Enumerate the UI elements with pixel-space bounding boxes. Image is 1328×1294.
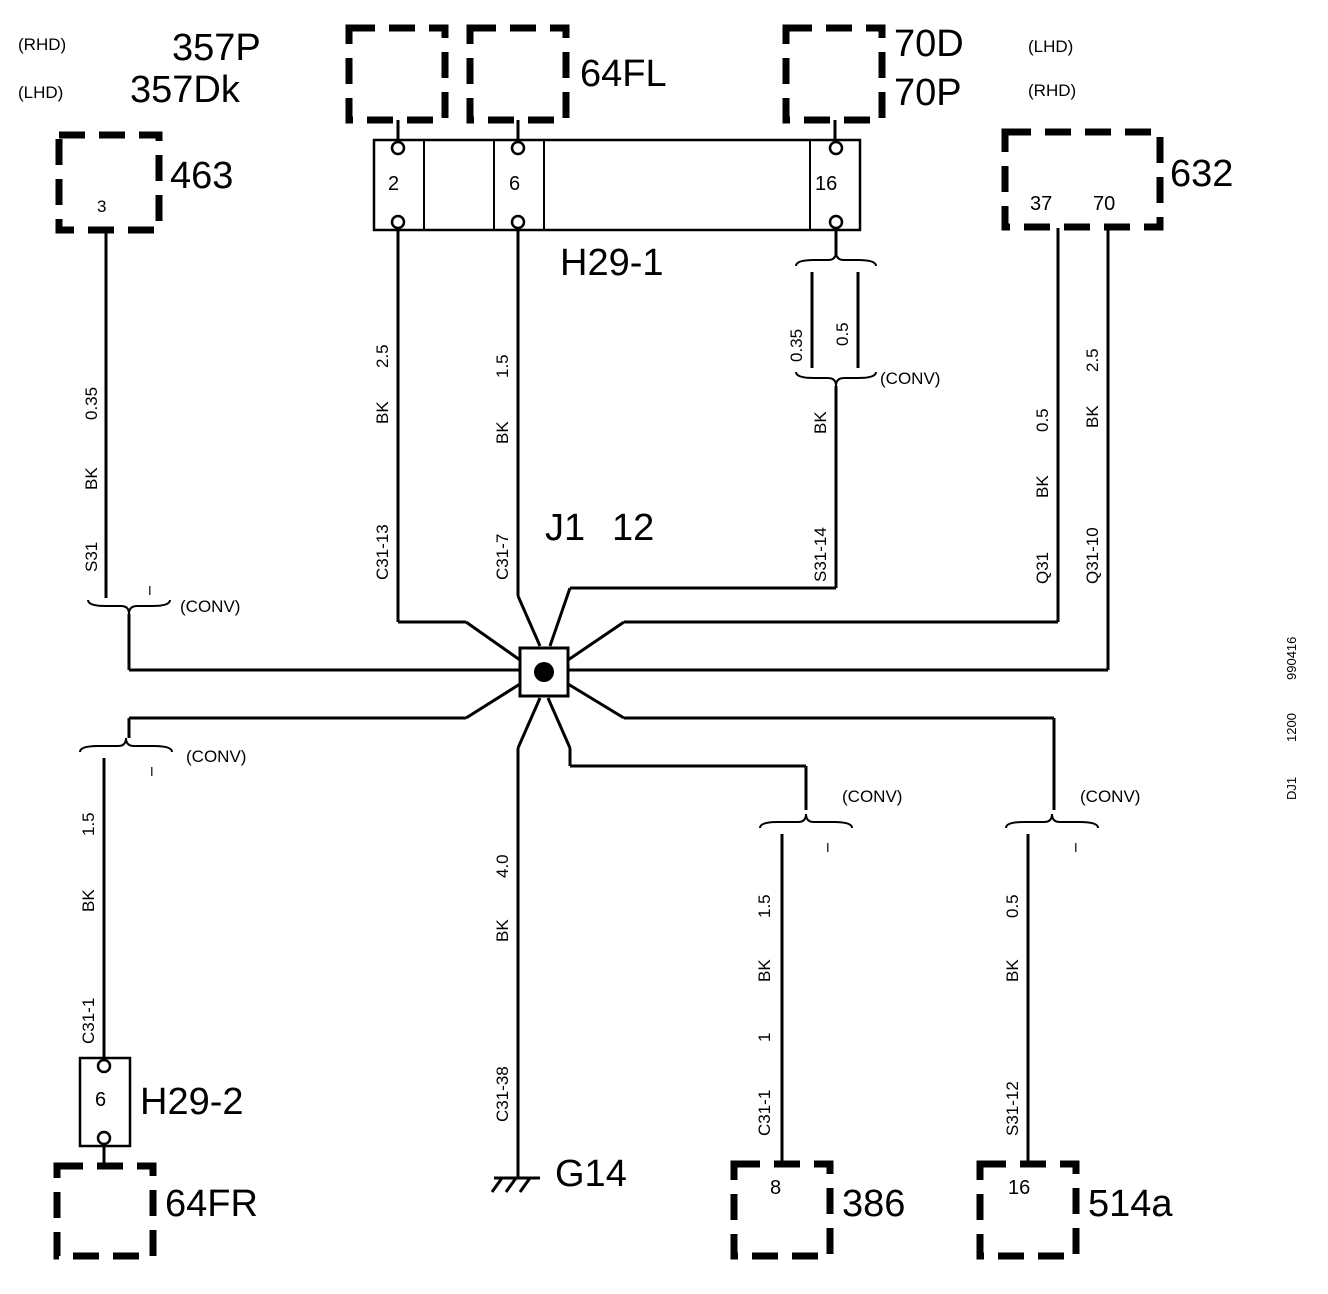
wire-463-size: 0.35	[82, 387, 101, 420]
wire-386-size: 1.5	[755, 894, 774, 918]
wire-pin2-size: 2.5	[373, 344, 392, 368]
conv-label-386: (CONV)	[842, 787, 902, 806]
connector-70p-label: 70P	[894, 72, 962, 114]
option-mark-386: I	[826, 840, 830, 855]
junction-number: 12	[612, 507, 654, 549]
connector-357p-label: 357P	[172, 27, 261, 69]
h29-1-pin-2: 2	[388, 173, 399, 195]
wire-514a	[567, 682, 1099, 1164]
connector-64fr-label: 64FR	[165, 1183, 258, 1225]
wire-386-pin-note: 1	[755, 1033, 774, 1042]
wire-pin6-size: 1.5	[493, 354, 512, 378]
connector-64fr-box	[53, 1162, 157, 1260]
connector-463-box	[55, 131, 163, 234]
option-mark-463: I	[148, 583, 152, 598]
h29-1-pin-16: 16	[815, 173, 837, 195]
conv-label-pin16: (CONV)	[880, 369, 940, 388]
connector-632-box	[1001, 128, 1164, 231]
wire-h29-2-color: BK	[79, 889, 98, 912]
side-code: 990416	[1284, 637, 1299, 680]
wire-g14	[516, 697, 542, 1178]
wire-pin6-circuit: C31-7	[493, 534, 512, 580]
connector-h29-1-label: H29-1	[560, 242, 664, 284]
wire-632-pin70	[568, 228, 1110, 672]
wire-pin6-color: BK	[493, 421, 512, 444]
wire-632-pin37-circuit: Q31	[1033, 552, 1052, 584]
wire-632-pin37-color: BK	[1033, 475, 1052, 498]
rhd-note-70: (RHD)	[1028, 81, 1076, 100]
h29-2-connector	[78, 1056, 132, 1148]
wire-632-pin70-color: BK	[1083, 405, 1102, 428]
connector-64fl-box	[466, 24, 570, 124]
wire-pin2	[396, 228, 521, 662]
connector-unlabeled-box	[345, 24, 449, 124]
ground-g14-label: G14	[555, 1153, 627, 1195]
connector-386-label: 386	[842, 1183, 905, 1225]
connector-514a-box	[976, 1160, 1080, 1260]
wire-g14-size: 4.0	[493, 854, 512, 878]
wire-pin16-color: BK	[811, 411, 830, 434]
wire-386	[546, 697, 853, 1164]
wire-pin16-size-a: 0.35	[787, 329, 806, 362]
wire-386-circuit: C31-1	[755, 1090, 774, 1136]
wire-632-pin70-circuit: Q31-10	[1083, 527, 1102, 584]
connector-463-label: 463	[170, 155, 233, 197]
wire-463-circuit: S31	[82, 542, 101, 572]
wire-386-color: BK	[755, 959, 774, 982]
wire-632-pin37	[567, 228, 1060, 662]
conv-label-h29-2: (CONV)	[186, 747, 246, 766]
wire-pin2-color: BK	[373, 401, 392, 424]
option-mark-514a: I	[1074, 840, 1078, 855]
h29-1-pin-6: 6	[509, 173, 520, 195]
connector-632-label: 632	[1170, 153, 1233, 195]
connector-70d-label: 70D	[894, 23, 964, 65]
wire-514a-circuit: S31-12	[1003, 1081, 1022, 1136]
option-mark-h29-2: I	[150, 764, 154, 779]
connector-64fl-label: 64FL	[580, 53, 667, 95]
conv-label-463: (CONV)	[180, 597, 240, 616]
connector-514a-label: 514a	[1088, 1183, 1173, 1225]
junction-j1	[518, 646, 570, 698]
connector-357dk-label: 357Dk	[130, 69, 241, 111]
conv-label-514a: (CONV)	[1080, 787, 1140, 806]
h29-2-pin: 6	[95, 1089, 106, 1111]
side-author: DJ1	[1284, 777, 1299, 800]
connector-386-box	[730, 1160, 834, 1260]
connector-463-pin: 3	[97, 197, 106, 216]
wire-pin16	[548, 228, 877, 647]
junction-label: J1	[545, 507, 585, 549]
rhd-note-357: (RHD)	[18, 35, 66, 54]
ground-icon	[490, 1176, 540, 1193]
wire-pin2-circuit: C31-13	[373, 524, 392, 580]
h29-1-connector	[372, 138, 862, 232]
wire-463-color: BK	[82, 467, 101, 490]
wire-pin16-circuit: S31-14	[811, 527, 830, 582]
wire-463	[87, 232, 520, 672]
connector-514a-pin: 16	[1008, 1177, 1030, 1199]
wire-h29-2-size: 1.5	[79, 812, 98, 836]
wire-pin16-size-b: 0.5	[833, 322, 852, 346]
lhd-note-70: (LHD)	[1028, 37, 1073, 56]
wire-514a-size: 0.5	[1003, 894, 1022, 918]
wire-h29-2-circuit: C31-1	[79, 998, 98, 1044]
connector-632-pin-37: 37	[1030, 193, 1052, 215]
wire-632-pin70-size: 2.5	[1083, 348, 1102, 372]
connector-70-box	[782, 24, 886, 124]
wire-h29-2	[79, 682, 521, 1060]
wire-pin6	[516, 228, 542, 647]
connector-386-pin: 8	[770, 1177, 781, 1199]
connector-632-pin-70: 70	[1093, 193, 1115, 215]
wire-g14-circuit: C31-38	[493, 1066, 512, 1122]
wire-g14-color: BK	[493, 919, 512, 942]
wire-514a-color: BK	[1003, 959, 1022, 982]
connector-h29-2-label: H29-2	[140, 1081, 244, 1123]
side-date: 1200	[1284, 713, 1299, 742]
lhd-note-357: (LHD)	[18, 83, 63, 102]
wire-632-pin37-size: 0.5	[1033, 408, 1052, 432]
